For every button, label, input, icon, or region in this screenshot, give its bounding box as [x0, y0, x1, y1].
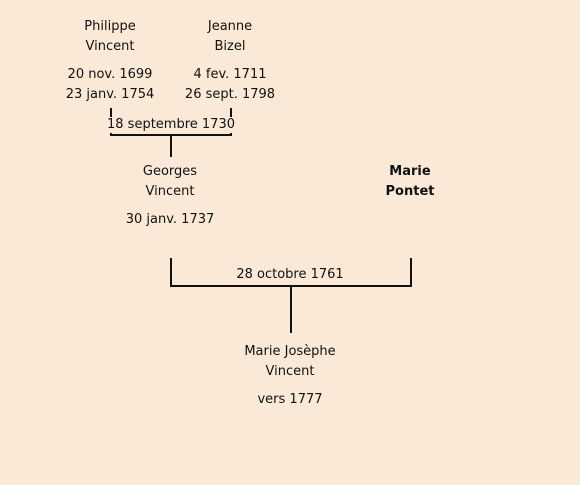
- marriage-date-2: 28 octobre 1761: [235, 267, 345, 283]
- person-last-name: Vincent: [265, 364, 315, 379]
- person-first-name: Georges: [142, 164, 198, 179]
- person-last-name: Vincent: [85, 39, 135, 54]
- descent-line-1: [170, 136, 172, 157]
- person-philippe-vincent[interactable]: Philippe Vincent 20 nov. 1699 23 janv. 1…: [66, 17, 155, 105]
- person-first-name: Philippe: [84, 19, 136, 34]
- marriage-bar-1: [110, 134, 232, 136]
- person-first-name: Marie: [389, 164, 431, 179]
- person-dates: vers 1777: [244, 390, 335, 410]
- person-marie-pontet[interactable]: Marie Pontet: [386, 162, 435, 202]
- person-dates: 20 nov. 1699 23 janv. 1754: [66, 65, 155, 105]
- death-date: 26 sept. 1798: [184, 87, 276, 102]
- person-last-name: Pontet: [385, 184, 435, 199]
- marriage-bar-2: [170, 285, 412, 287]
- person-last-name: Bizel: [214, 39, 246, 54]
- person-dates: 4 fev. 1711 26 sept. 1798: [185, 65, 275, 105]
- birth-date: 20 nov. 1699: [67, 67, 153, 82]
- birth-date: 4 fev. 1711: [193, 67, 267, 82]
- descent-line-2: [290, 287, 292, 333]
- connector-line-marie-pontet: [410, 258, 412, 287]
- person-first-name: Jeanne: [207, 19, 253, 34]
- person-marie-josephe-vincent[interactable]: Marie Josèphe Vincent vers 1777: [244, 342, 335, 410]
- person-last-name: Vincent: [145, 184, 195, 199]
- person-first-name: Marie Josèphe: [244, 344, 336, 359]
- connector-line-georges: [170, 258, 172, 287]
- marriage-date-1: 18 septembre 1730: [106, 117, 236, 133]
- person-georges-vincent[interactable]: Georges Vincent 30 janv. 1737: [126, 162, 215, 230]
- death-date: 23 janv. 1754: [65, 87, 155, 102]
- birth-date: vers 1777: [257, 392, 323, 407]
- person-jeanne-bizel[interactable]: Jeanne Bizel 4 fev. 1711 26 sept. 1798: [185, 17, 275, 105]
- birth-date: 30 janv. 1737: [125, 212, 215, 227]
- person-dates: 30 janv. 1737: [126, 210, 215, 230]
